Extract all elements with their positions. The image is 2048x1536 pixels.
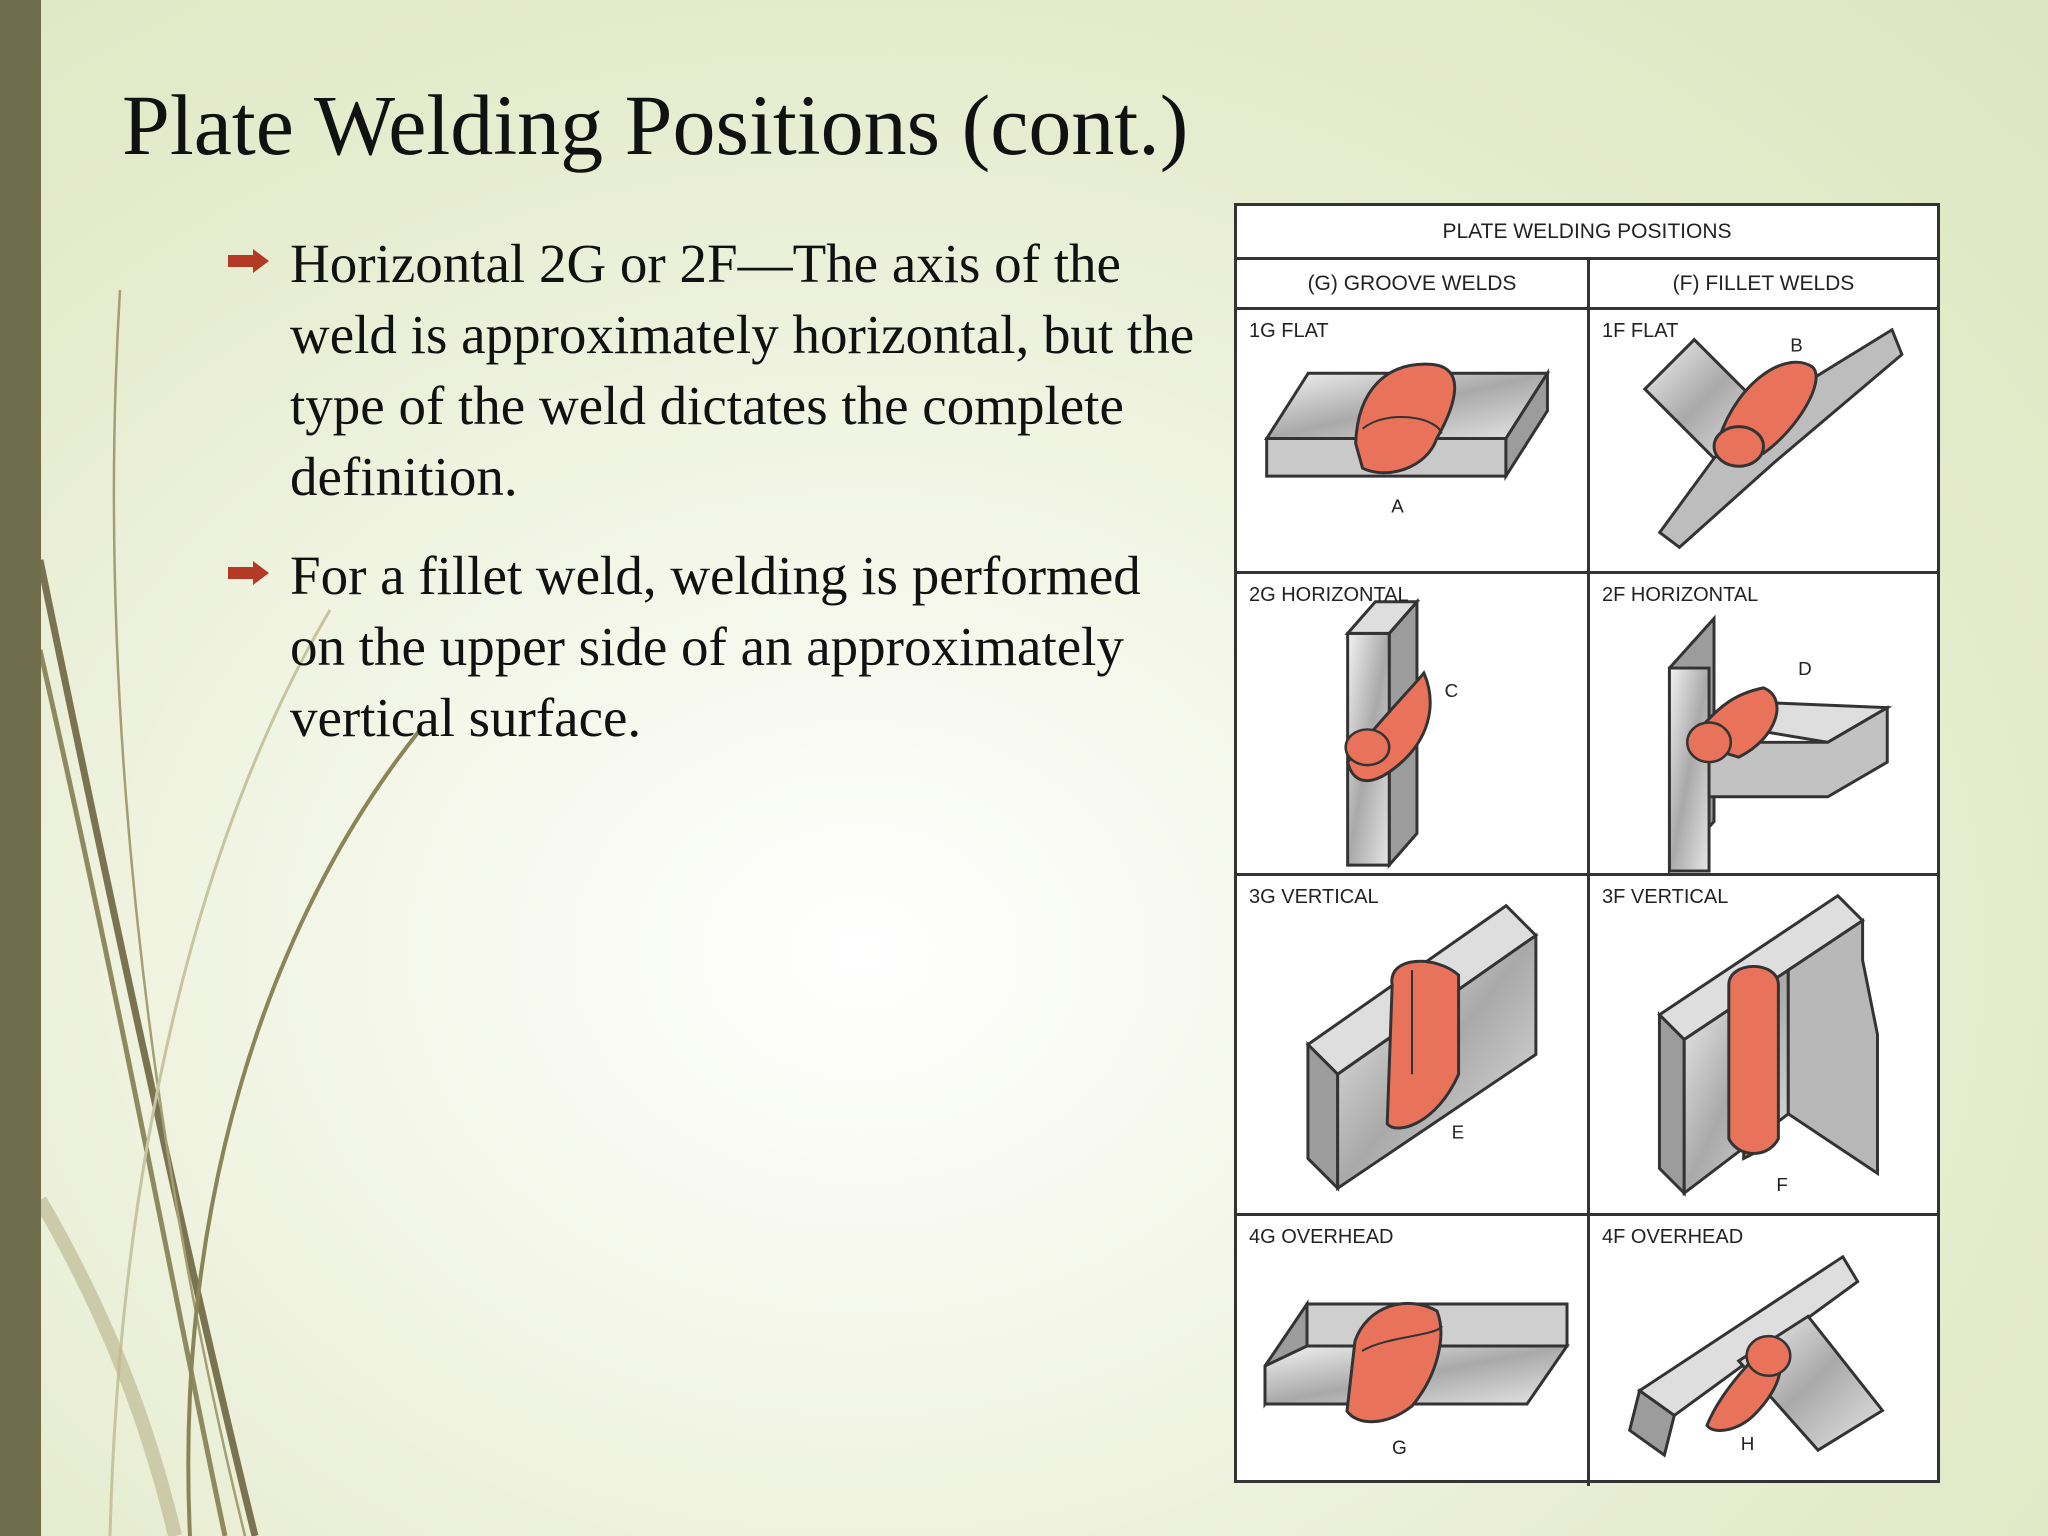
bullet-text: Horizontal 2G or 2F—The axis of the weld… (290, 233, 1195, 507)
3f-vertical-illustration: F (1657, 893, 1879, 1197)
4g-overhead-illustration: G (1263, 1299, 1570, 1459)
arrow-right-icon (228, 561, 269, 585)
weld-letter: B (1790, 335, 1803, 356)
figure-row-overhead: G 4G OVERHEAD H 4F OVERHEAD (1237, 1216, 1937, 1486)
1f-flat-illustration: B (1642, 327, 1904, 550)
cell-2g-horizontal: C 2G HORIZONTAL (1237, 574, 1590, 873)
position-label: 2G HORIZONTAL (1249, 584, 1409, 606)
fillet-welds-header: (F) FILLET WELDS (1672, 271, 1855, 295)
groove-welds-header: (G) GROOVE WELDS (1237, 260, 1590, 307)
position-label: 4F OVERHEAD (1602, 1226, 1744, 1248)
bullet-item: For a fillet weld, welding is performed … (226, 540, 1206, 753)
cell-1f-flat: B 1F FLAT (1590, 310, 1937, 571)
cell-4g-overhead: G 4G OVERHEAD (1237, 1216, 1590, 1486)
cell-3g-vertical: E 3G VERTICAL (1237, 876, 1590, 1213)
weld-letter: H (1741, 1433, 1755, 1454)
4f-overhead-illustration: H (1627, 1254, 1885, 1458)
figure-column-headers: (G) GROOVE WELDS (F) FILLET WELDS (1237, 260, 1937, 310)
position-label: 3F VERTICAL (1602, 886, 1729, 908)
weld-letter: D (1798, 658, 1812, 679)
position-label: 3G VERTICAL (1249, 886, 1379, 908)
welding-positions-figure: PLATE WELDING POSITIONS (G) GROOVE WELDS… (1234, 203, 1940, 1486)
figure-row-horizontal: C 2G HORIZONTAL D 2F HORIZONTAL (1237, 574, 1937, 876)
arrow-right-icon (228, 249, 269, 273)
side-bar (0, 0, 41, 1536)
1g-flat-illustration: A (1263, 362, 1551, 517)
weld-letter: F (1776, 1174, 1788, 1195)
weld-letter: C (1445, 680, 1459, 701)
cell-3f-vertical: F 3F VERTICAL (1590, 876, 1937, 1213)
bullet-list: Horizontal 2G or 2F—The axis of the weld… (226, 228, 1206, 781)
position-label: 1G FLAT (1249, 320, 1329, 342)
position-label: 4G OVERHEAD (1249, 1226, 1394, 1248)
figure-row-vertical: E 3G VERTICAL F 3F VERTICAL (1237, 876, 1937, 1216)
position-label: 2F HORIZONTAL (1602, 584, 1759, 606)
slide-title: Plate Welding Positions (cont.) (122, 77, 1189, 173)
bullet-text: For a fillet weld, welding is performed … (290, 545, 1141, 748)
2g-horizontal-illustration: C (1344, 597, 1459, 870)
cell-1g-flat: A 1G FLAT (1237, 310, 1590, 571)
figure-row-flat: A 1G FLAT B 1F FLAT (1237, 310, 1937, 574)
position-label: 1F FLAT (1602, 320, 1679, 342)
3g-vertical-illustration: E (1305, 903, 1539, 1192)
weld-letter: A (1391, 496, 1404, 517)
bullet-item: Horizontal 2G or 2F—The axis of the weld… (226, 228, 1206, 512)
weld-letter: E (1452, 1122, 1465, 1143)
cell-2f-horizontal: D 2F HORIZONTAL (1590, 574, 1937, 873)
cell-4f-overhead: H 4F OVERHEAD (1590, 1216, 1937, 1486)
2f-horizontal-illustration: D (1667, 614, 1893, 873)
weld-letter: G (1392, 1438, 1407, 1459)
figure-header: PLATE WELDING POSITIONS (1237, 206, 1937, 260)
